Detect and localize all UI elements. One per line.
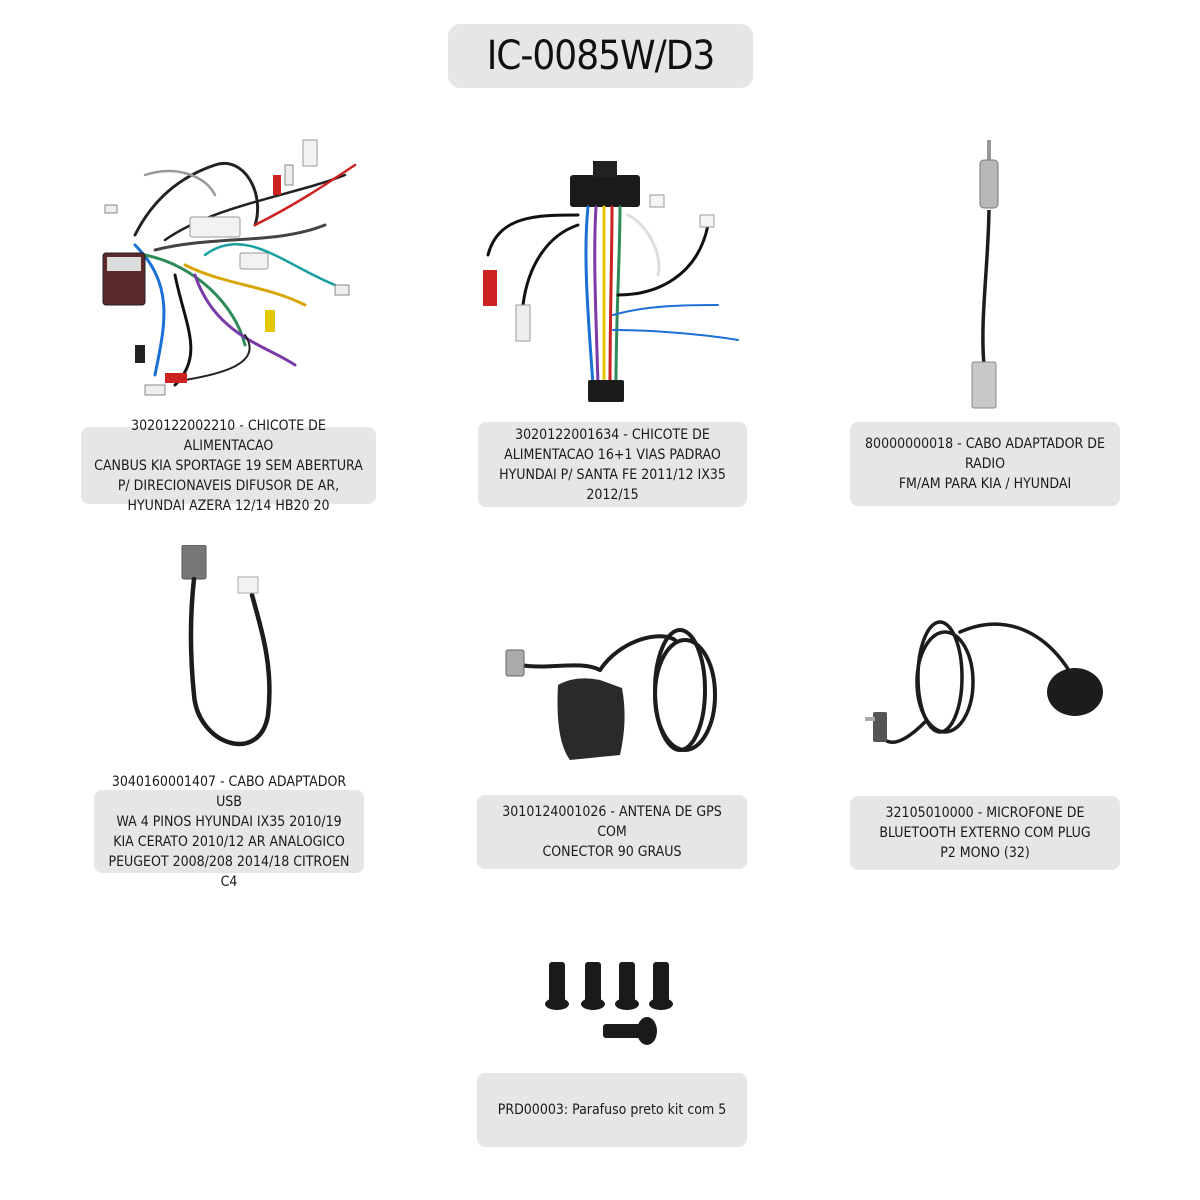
bluetooth-microphone-label: 32105010000 - MICROFONE DE BLUETOOTH EXT… — [850, 796, 1120, 870]
page-title: IC-0085W/D3 — [448, 24, 753, 88]
wiring-harness-canbus-label: 3020122002210 - CHICOTE DE ALIMENTACAO C… — [81, 418, 376, 514]
wiring-harness-16pin-label: 3020122001634 - CHICOTE DE ALIMENTACAO 1… — [478, 422, 747, 507]
screw-kit-label: PRD00003: Parafuso preto kit com 5 — [477, 1073, 747, 1147]
wiring-harness-canbus-image — [95, 135, 375, 415]
radio-antenna-adapter-image — [940, 140, 1030, 415]
gps-antenna-image — [500, 620, 730, 770]
gps-antenna-label: 3010124001026 - ANTENA DE GPS COM CONECT… — [477, 795, 747, 869]
usb-adapter-cable-label: 3040160001407 - CABO ADAPTADOR USB WA 4 … — [94, 774, 364, 890]
usb-adapter-cable-image — [170, 545, 290, 770]
radio-antenna-adapter-label: 80000000018 - CABO ADAPTADOR DE RADIO FM… — [850, 422, 1120, 506]
wiring-harness-16pin-image — [478, 155, 748, 415]
bluetooth-microphone-image — [865, 612, 1115, 762]
screw-kit-image — [545, 960, 675, 1050]
